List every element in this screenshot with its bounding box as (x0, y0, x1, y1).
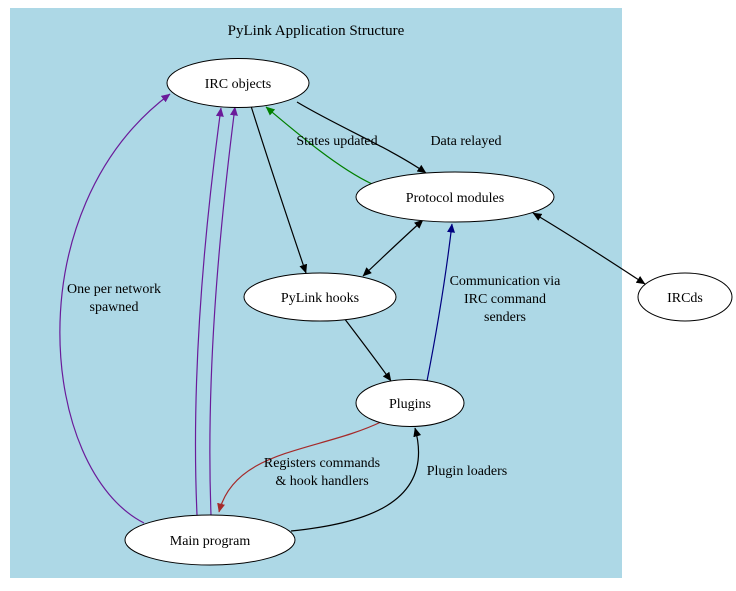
protocol-modules-label: Protocol modules (406, 191, 504, 206)
edge-label-states-updated: States updated (296, 134, 377, 149)
pylink-hooks-ellipse (243, 272, 397, 322)
edge-label-registers-commands-line1: Registers commands (264, 456, 380, 471)
edge-protocol-modules-ircds (532, 212, 646, 285)
ircds-label: IRCds (667, 291, 703, 306)
edge-label-communication-line3: senders (484, 310, 526, 325)
node-pylink-hooks: PyLink hooks (243, 272, 397, 322)
edge-label-registers-commands-line2: & hook handlers (275, 474, 368, 489)
pylink-hooks-label: PyLink hooks (281, 291, 359, 306)
plugins-label: Plugins (389, 397, 431, 412)
edge-irc-objects-to-protocol-modules (296, 101, 427, 174)
edge-label-communication-line2: IRC command (464, 292, 546, 307)
node-protocol-modules: Protocol modules (355, 171, 555, 223)
node-main-program: Main program (124, 514, 296, 566)
edge-label-one-per-network-line1: One per network (67, 282, 161, 297)
node-ircds: IRCds (637, 272, 733, 322)
main-program-label: Main program (170, 534, 251, 549)
edge-main-program-to-irc-objects-outer (59, 93, 171, 524)
node-plugins: Plugins (355, 379, 465, 427)
edge-plugins-to-main-program (217, 420, 384, 513)
edge-label-data-relayed: Data relayed (430, 134, 501, 149)
edge-plugins-to-protocol-modules (426, 223, 455, 382)
edge-protocol-modules-to-irc-objects (265, 106, 373, 185)
irc-objects-ellipse (166, 58, 310, 108)
edge-pylink-hooks-to-plugins (343, 317, 392, 382)
edge-main-program-to-plugins (290, 427, 422, 532)
edge-label-plugin-loaders: Plugin loaders (427, 464, 508, 479)
edge-main-program-to-irc-objects-inner-1 (194, 107, 224, 516)
edge-main-program-to-irc-objects-inner-2 (209, 106, 238, 516)
plugins-ellipse (355, 379, 465, 427)
edge-irc-objects-to-pylink-hooks (250, 105, 308, 274)
edge-label-one-per-network-line2: spawned (90, 300, 139, 315)
node-irc-objects: IRC objects (166, 58, 310, 108)
edge-protocol-modules-pylink-hooks (362, 219, 424, 277)
irc-objects-label: IRC objects (205, 77, 272, 92)
diagram-title: PyLink Application Structure (228, 23, 405, 39)
protocol-modules-ellipse (355, 171, 555, 223)
edge-label-communication-line1: Communication via (450, 274, 562, 289)
main-program-ellipse (124, 514, 296, 566)
ircds-ellipse (637, 272, 733, 322)
